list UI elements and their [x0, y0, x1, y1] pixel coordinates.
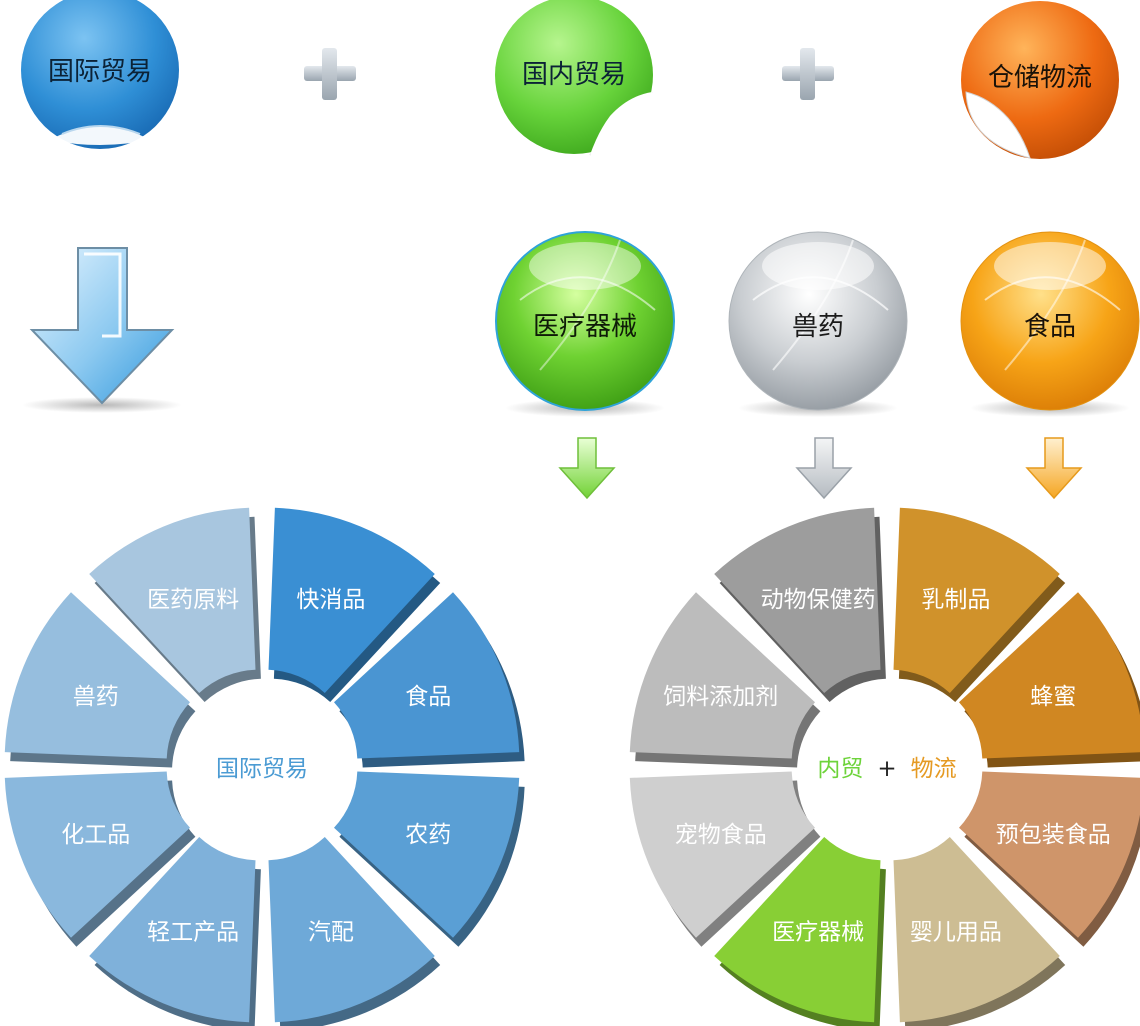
wheel-segment: 婴儿用品 — [893, 837, 1066, 1026]
wheel-center-label: 内贸 + 物流 — [817, 756, 956, 782]
wheel-segment-label: 饲料添加剂 — [663, 684, 778, 710]
wheel-segment: 农药 — [334, 771, 525, 947]
wheel-segment-label: 农药 — [405, 822, 451, 848]
wheel-segment-face — [629, 592, 815, 759]
plus-icon — [782, 48, 834, 100]
wheel-segment: 医药原料 — [89, 507, 261, 702]
wheel-segment-label: 汽配 — [308, 919, 354, 945]
wheel-segment-face — [714, 507, 881, 693]
wheel-segment: 蜂蜜 — [959, 592, 1140, 768]
wheel-segment-label: 蜂蜜 — [1030, 684, 1076, 710]
down-arrow-icon — [22, 247, 182, 413]
wheel-center-label: 国际贸易 — [216, 756, 308, 782]
plus-icon — [304, 48, 356, 100]
wheel-segment-label: 兽药 — [73, 684, 119, 710]
wheel-segment-face — [893, 837, 1060, 1023]
wheel-segment-label: 预包装食品 — [996, 822, 1111, 848]
wheel-segment-face — [89, 837, 256, 1023]
wheel-segment-label: 化工品 — [61, 822, 130, 848]
wheel-segment-face — [629, 771, 815, 938]
wheel-segment: 食品 — [334, 592, 525, 768]
wheel-segment: 汽配 — [268, 837, 441, 1026]
wheel-segment-label: 婴儿用品 — [910, 919, 1002, 945]
badge-label: 国内贸易 — [522, 60, 626, 90]
wheel-segment-label: 乳制品 — [921, 587, 990, 613]
wheel-segment-face — [89, 507, 256, 693]
badge-warehousing-logistics: 仓储物流 — [961, 1, 1119, 159]
wheel-segment: 乳制品 — [893, 507, 1066, 702]
wheel-segment: 化工品 — [4, 771, 196, 947]
wheel-segment-face — [4, 771, 190, 938]
badge-domestic-trade: 国内贸易 — [495, 0, 653, 156]
wheel-segment: 轻工产品 — [89, 837, 261, 1026]
wheel-segment-face — [959, 592, 1140, 759]
down-arrow-icon — [795, 437, 853, 500]
orb-label: 食品 — [1024, 312, 1076, 342]
wheel-segment-label: 宠物食品 — [675, 822, 767, 848]
wheel-segment: 预包装食品 — [959, 771, 1140, 947]
orb-food: 食品 — [960, 231, 1140, 417]
wheel-segment-face — [268, 507, 435, 693]
wheel-segment-face — [334, 771, 520, 938]
wheel-segment: 宠物食品 — [629, 771, 821, 947]
wheel-segment: 动物保健药 — [714, 507, 886, 702]
wheel-segment: 医疗器械 — [714, 837, 886, 1026]
down-arrow-icon — [558, 437, 616, 500]
wheel-segment-face — [334, 592, 520, 759]
orb-label: 医疗器械 — [533, 312, 637, 342]
wheel-segment-label: 食品 — [405, 684, 451, 710]
wheel-segment-label: 医疗器械 — [772, 919, 864, 945]
wheel-segment: 饲料添加剂 — [629, 592, 821, 768]
wheel-segment-label: 轻工产品 — [147, 919, 239, 945]
wheel-segment-face — [4, 592, 190, 759]
badge-label: 国际贸易 — [48, 57, 152, 87]
wheel-segment: 兽药 — [4, 592, 196, 768]
wheel-segment-face — [959, 771, 1140, 938]
orb-medical-devices: 医疗器械 — [495, 231, 675, 417]
wheel-segment-label: 快消品 — [296, 587, 365, 613]
wheel-segment-face — [268, 837, 435, 1023]
wheel-segment-face — [714, 837, 881, 1023]
wheel-segment-face — [893, 507, 1060, 693]
orb-veterinary-drugs: 兽药 — [728, 231, 908, 417]
wheel-center-label-logistics: 物流 — [911, 756, 957, 782]
orb-label: 兽药 — [792, 312, 844, 342]
wheel-center-plus: + — [877, 756, 896, 782]
wheel-center-label-domestic: 内贸 — [817, 756, 863, 782]
down-arrow-icon — [1025, 437, 1083, 500]
wheel-segment-label: 医药原料 — [147, 587, 239, 613]
badge-international-trade: 国际贸易 — [21, 0, 179, 149]
badge-label: 仓储物流 — [988, 63, 1092, 93]
wheel-segment: 快消品 — [268, 507, 441, 702]
wheel-segment-label: 动物保健药 — [761, 587, 876, 613]
